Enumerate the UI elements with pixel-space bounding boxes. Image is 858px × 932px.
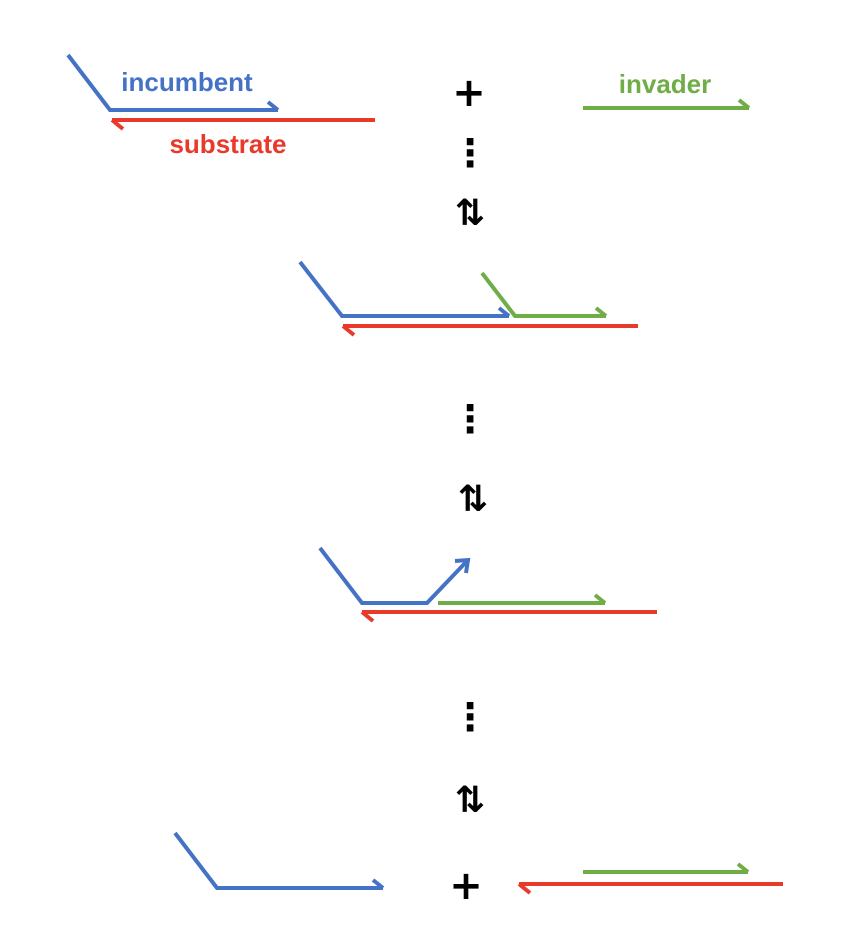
ellipsis-2: ⋮ (451, 397, 489, 441)
substrate-arrowhead (110, 118, 125, 131)
ellipsis-1: ⋮ (451, 131, 489, 175)
substrate-arrowhead (341, 324, 356, 337)
incumbent-label: incumbent (121, 67, 253, 97)
invader-arrowhead (737, 98, 751, 110)
incumbent-arrowhead (266, 100, 280, 112)
equilibrium-arrows-1: ⇅ (455, 193, 485, 234)
incumbent-arrowhead (454, 557, 471, 574)
ellipsis-3: ⋮ (451, 695, 489, 739)
invader-arrowhead (736, 862, 750, 874)
invader-label: invader (619, 69, 712, 99)
stage-1-invader (583, 98, 751, 110)
incumbent-arrowhead (497, 306, 511, 318)
incumbent-strand (318, 546, 470, 605)
plus-sign-1: + (452, 70, 486, 116)
substrate-arrowhead (360, 610, 375, 623)
stage-2-complex (298, 260, 638, 337)
incumbent-strand (298, 260, 509, 318)
incumbent-strand (66, 53, 278, 112)
plus-sign-2: + (449, 863, 483, 909)
invader-arrowhead (594, 306, 608, 318)
incumbent-strand (173, 831, 383, 890)
stage-4-product-duplex (517, 862, 783, 895)
substrate-label: substrate (169, 129, 286, 159)
stage-4-released-incumbent (173, 831, 385, 890)
stage-1-complex (66, 53, 375, 131)
equilibrium-arrows-3: ⇅ (455, 780, 485, 821)
invader-arrowhead (593, 593, 607, 605)
substrate-arrowhead (517, 882, 532, 895)
equilibrium-arrows-2: ⇅ (458, 479, 488, 520)
invader-strand (480, 271, 606, 318)
incumbent-arrowhead (371, 878, 385, 890)
stage-3-complex (318, 546, 657, 623)
